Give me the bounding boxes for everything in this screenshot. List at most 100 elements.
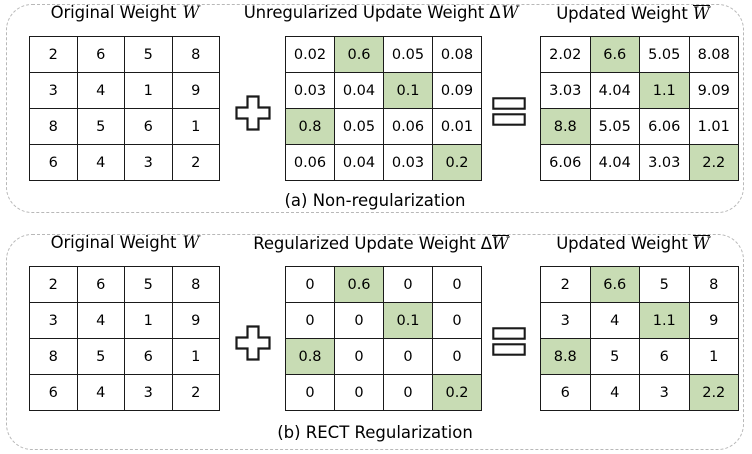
matrix-cell: 5	[124, 36, 173, 73]
matrix-cell: 4.04	[589, 72, 640, 109]
plus-operator	[235, 325, 271, 361]
matrix-cell: 0.04	[334, 72, 384, 109]
title-text: Original Weight	[50, 3, 182, 22]
block-title-updated-weight: Updated Weight W	[529, 5, 737, 23]
matrix-cell-highlighted: 8.8	[540, 108, 591, 145]
matrix-cell-highlighted: 0.6	[334, 36, 384, 73]
symbol-W: W	[182, 233, 200, 252]
title-text: Regularized Update Weight	[253, 234, 481, 253]
matrix-cell: 0	[334, 338, 384, 375]
equals-operator	[492, 97, 526, 127]
matrix-cell: 0	[432, 302, 482, 339]
matrix-cell: 4	[76, 144, 125, 181]
matrix-cell: 6	[29, 144, 78, 181]
symbol-W-overline: W	[692, 234, 710, 253]
matrix-cell: 3	[29, 72, 78, 109]
matrix-cell: 6	[76, 36, 125, 73]
matrix-cell: 0	[383, 374, 433, 411]
matrix-cell: 0	[285, 266, 335, 303]
matrix-cell: 4	[589, 374, 640, 411]
matrix-cell-highlighted: 8.8	[540, 338, 591, 375]
panel-caption-a: (a) Non-regularization	[284, 191, 466, 210]
matrix-cell: 5	[639, 266, 690, 303]
matrix-cell: 3	[540, 302, 591, 339]
block-title-updated-weight-b: Updated Weight W	[529, 235, 737, 253]
plus-operator	[235, 95, 271, 131]
delta-symbol: Δ	[480, 234, 492, 253]
matrix-cell: 9.09	[688, 72, 739, 109]
matrix-cell-highlighted: 0.8	[285, 108, 335, 145]
matrix-cell: 3.03	[540, 72, 591, 109]
block-title-original-weight-b: Original Weight W	[25, 233, 225, 252]
panel-non-regularization: Original Weight W Unregularized Update W…	[6, 4, 744, 213]
matrix-cell-highlighted: 0.8	[285, 338, 335, 375]
matrix-cell: 9	[688, 302, 739, 339]
matrix-cell-highlighted: 6.6	[589, 266, 640, 303]
matrix-cell: 9	[171, 72, 220, 109]
matrix-cell: 1	[688, 338, 739, 375]
matrix-cell: 0.06	[383, 108, 433, 145]
block-title-original-weight: Original Weight W	[25, 3, 225, 22]
matrix-cell-highlighted: 0.2	[432, 144, 482, 181]
title-text: Updated Weight	[556, 4, 693, 23]
matrix-cell: 0	[334, 374, 384, 411]
matrix-cell: 0	[383, 266, 433, 303]
matrix-cell: 2	[171, 374, 220, 411]
matrix-cell: 4	[76, 374, 125, 411]
matrix-cell: 0	[432, 266, 482, 303]
matrix-cell: 3	[639, 374, 690, 411]
matrix-cell: 6	[639, 338, 690, 375]
matrix-cell: 5	[76, 338, 125, 375]
matrix-cell: 0.03	[285, 72, 335, 109]
matrix-cell: 8	[29, 108, 78, 145]
matrix-cell: 6	[540, 374, 591, 411]
matrix-cell-highlighted: 0.1	[383, 302, 433, 339]
matrix-cell: 4.04	[589, 144, 640, 181]
matrix-cell: 2.02	[540, 36, 591, 73]
title-text: Original Weight	[50, 233, 182, 252]
matrix-cell: 6	[124, 108, 173, 145]
block-title-regularized-update-weight: Regularized Update Weight ΔW	[229, 235, 533, 253]
matrix-cell: 0.05	[334, 108, 384, 145]
matrix-cell: 0.01	[432, 108, 482, 145]
matrix-cell: 0.02	[285, 36, 335, 73]
matrix-cell: 2	[29, 36, 78, 73]
symbol-W-overline: W	[491, 234, 509, 253]
matrix-cell: 8	[688, 266, 739, 303]
matrix-cell: 5	[76, 108, 125, 145]
matrix-cell-highlighted: 0.1	[383, 72, 433, 109]
matrix-cell: 2	[540, 266, 591, 303]
panel-rect-regularization: Original Weight W Regularized Update Wei…	[6, 234, 744, 450]
matrix-cell: 2	[171, 144, 220, 181]
matrix-cell-highlighted: 1.1	[639, 72, 690, 109]
matrix-cell: 6	[76, 266, 125, 303]
matrix-cell: 6.06	[639, 108, 690, 145]
matrix-cell: 1	[171, 338, 220, 375]
matrix-cell: 9	[171, 302, 220, 339]
matrix-cell: 0.09	[432, 72, 482, 109]
delta-symbol: Δ	[489, 3, 501, 22]
matrix-cell: 0.08	[432, 36, 482, 73]
matrix-cell: 8.08	[688, 36, 739, 73]
matrix-cell: 3.03	[639, 144, 690, 181]
matrix-cell: 5	[124, 266, 173, 303]
matrix-cell: 8	[171, 266, 220, 303]
